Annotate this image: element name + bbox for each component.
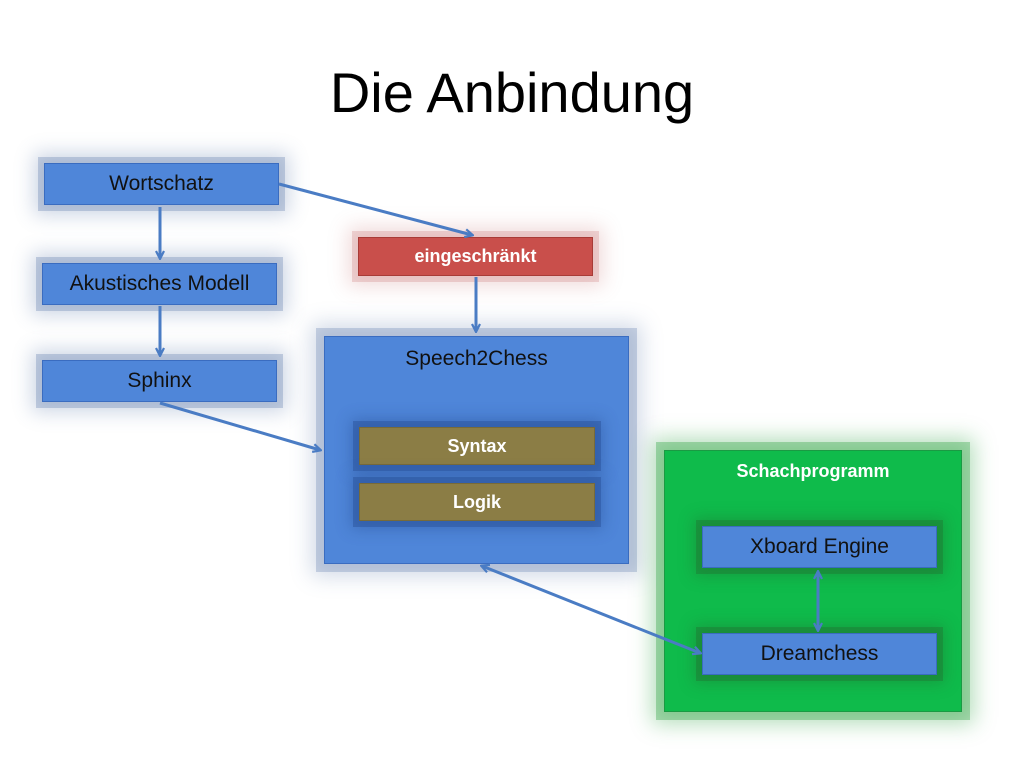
node-dreamchess: Dreamchess — [702, 633, 937, 675]
node-eingeschraenkt-label: eingeschränkt — [414, 246, 537, 266]
node-sphinx: Sphinx — [42, 360, 277, 402]
node-dreamchess-label: Dreamchess — [760, 642, 879, 665]
node-syntax-label: Syntax — [447, 435, 507, 456]
node-syntax: Syntax — [359, 427, 595, 465]
slide-title: Die Anbindung — [329, 61, 695, 124]
node-akustisches-modell-label: Akustisches Modell — [69, 272, 250, 295]
node-sphinx-label: Sphinx — [127, 369, 192, 392]
node-xboard-engine-label: Xboard Engine — [750, 535, 889, 558]
arrow-sphinx-to-speech2chess — [159, 401, 320, 450]
node-wortschatz-label: Wortschatz — [109, 172, 214, 195]
panel-speech2chess: Speech2Chess Syntax Logik — [324, 336, 629, 564]
node-logik-label: Logik — [453, 491, 501, 512]
node-eingeschraenkt: eingeschränkt — [358, 237, 593, 276]
panel-speech2chess-title: Speech2Chess — [405, 347, 548, 370]
node-logik: Logik — [359, 483, 595, 521]
node-wortschatz: Wortschatz — [44, 163, 279, 205]
arrow-wortschatz-to-eingeschraenkt — [278, 182, 472, 235]
panel-schachprogramm: Schachprogramm Xboard Engine Dreamchess — [664, 450, 962, 712]
node-xboard-engine: Xboard Engine — [702, 526, 937, 568]
panel-schachprogramm-title: Schachprogramm — [736, 461, 890, 481]
arrow-speech2chess-dreamchess — [482, 566, 700, 653]
node-akustisches-modell: Akustisches Modell — [42, 263, 277, 305]
